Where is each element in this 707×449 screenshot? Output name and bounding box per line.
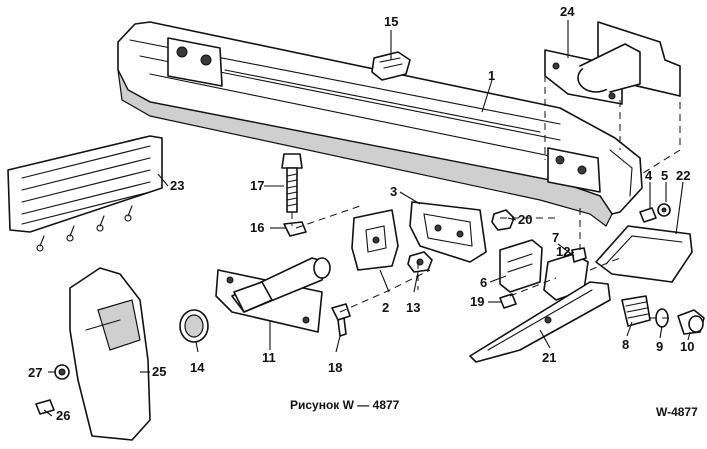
callout-9: 9 (656, 339, 663, 354)
callout-10: 10 (680, 339, 694, 354)
clip-15 (371, 51, 411, 81)
nut-20 (491, 209, 515, 231)
callout-4: 4 (645, 168, 653, 183)
callout-19: 19 (470, 294, 484, 309)
bracket-3 (409, 201, 487, 263)
clip-26 (35, 399, 55, 415)
mounting-bracket-24 (544, 21, 681, 105)
callout-16: 16 (250, 220, 264, 235)
callout-12: 12 (556, 244, 570, 259)
callout-3: 3 (390, 184, 397, 199)
leader-lines (43, 20, 691, 417)
callout-5: 5 (661, 168, 668, 183)
callout-27: 27 (28, 365, 42, 380)
bracket-plate-11 (215, 257, 331, 333)
grille-23 (7, 135, 163, 252)
screw-4 (639, 207, 657, 223)
cap-14 (179, 309, 209, 343)
callout-13: 13 (406, 300, 420, 315)
callout-22: 22 (676, 168, 690, 183)
callout-8: 8 (622, 337, 629, 352)
callout-26: 26 (56, 408, 70, 423)
mudguard-25 (69, 267, 151, 441)
callout-labels: 1 2 3 4 5 6 7 8 9 10 11 12 13 14 15 16 1… (28, 4, 694, 423)
assembly-lines (291, 75, 681, 319)
callout-1: 1 (488, 68, 495, 83)
figure-caption: Рисунок W — 4877 (290, 398, 400, 412)
end-cap-22 (595, 225, 693, 283)
figure-code: W-4877 (656, 405, 698, 419)
nut-13 (407, 251, 433, 273)
bolt-18 (331, 303, 351, 337)
nut-27 (54, 364, 70, 380)
bushing-10 (677, 309, 705, 335)
callout-24: 24 (560, 4, 575, 19)
callout-20: 20 (518, 212, 532, 227)
bracket-6 (499, 239, 543, 293)
callout-23: 23 (170, 178, 184, 193)
callout-14: 14 (190, 360, 205, 375)
lower-trim-21 (469, 281, 611, 363)
callout-15: 15 (384, 14, 398, 29)
callout-6: 6 (480, 275, 487, 290)
nut-16 (283, 221, 307, 237)
callout-2: 2 (382, 300, 389, 315)
bracket-2 (351, 209, 399, 271)
bumper-beam (117, 21, 643, 227)
callout-21: 21 (542, 350, 556, 365)
bolt-19 (499, 293, 517, 309)
washer-5 (657, 203, 671, 217)
callout-11: 11 (262, 350, 276, 365)
callout-7: 7 (552, 230, 559, 245)
bolt-17 (281, 153, 303, 213)
callout-18: 18 (328, 360, 342, 375)
grommet-8 (621, 295, 651, 327)
callout-17: 17 (250, 178, 264, 193)
callout-25: 25 (152, 364, 166, 379)
